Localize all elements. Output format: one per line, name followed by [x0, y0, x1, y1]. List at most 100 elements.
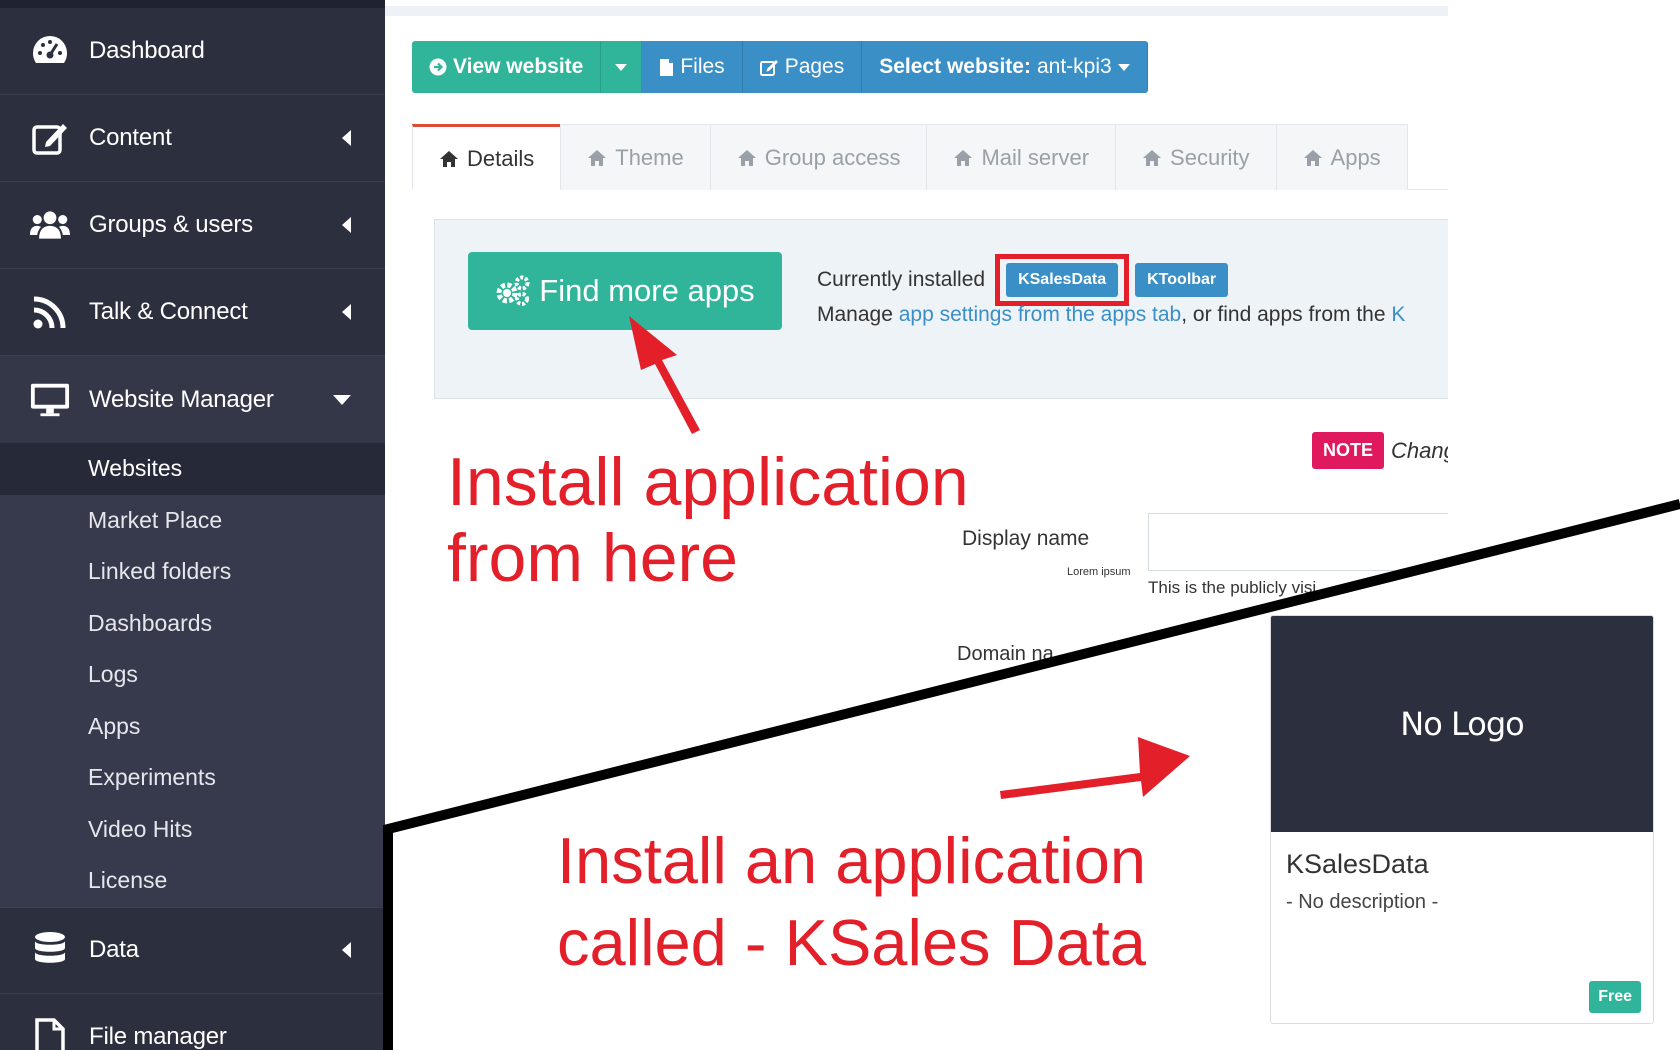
home-icon — [440, 150, 458, 167]
pages-button[interactable]: Pages — [742, 41, 863, 93]
tab-label: Theme — [615, 144, 684, 170]
rss-icon — [30, 292, 70, 332]
display-name-input[interactable] — [1148, 513, 1448, 571]
installed-app-badge[interactable]: KSalesData — [1006, 263, 1119, 297]
tab-mail-server[interactable]: Mail server — [926, 124, 1117, 190]
edit-icon — [759, 60, 778, 76]
pages-label: Pages — [784, 55, 845, 78]
tab-security[interactable]: Security — [1115, 124, 1277, 190]
view-website-button[interactable]: View website — [412, 41, 602, 93]
users-icon — [30, 205, 70, 245]
sidebar-item-label: Data — [89, 936, 139, 963]
sidebar-item-dashboard[interactable]: Dashboard — [0, 8, 385, 95]
tab-label: Apps — [1330, 144, 1381, 170]
caret-down-icon — [1117, 63, 1130, 71]
view-website-label: View website — [453, 55, 584, 78]
tab-label: Details — [467, 145, 535, 171]
tab-theme[interactable]: Theme — [560, 124, 711, 190]
price-badge: Free — [1589, 981, 1641, 1013]
sidebar-item-content[interactable]: Content — [0, 95, 385, 182]
submenu-item-linked-folders[interactable]: Linked folders — [88, 558, 232, 584]
submenu-item-experiments[interactable]: Experiments — [88, 764, 216, 790]
tab-apps[interactable]: Apps — [1275, 124, 1408, 190]
no-logo-text: No Logo — [1400, 705, 1524, 743]
note-text: Chang — [1391, 437, 1448, 463]
chevron-left-icon — [342, 217, 351, 233]
submenu-item-market-place[interactable]: Market Place — [88, 506, 223, 533]
home-icon — [1303, 149, 1322, 166]
sidebar-item-groups-users[interactable]: Groups & users — [0, 182, 385, 269]
app-logo-placeholder: No Logo — [1271, 616, 1653, 832]
installed-label: Currently installed — [817, 268, 986, 291]
home-icon — [588, 149, 607, 166]
annotation-install-ksales-data: Install an application called - KSales D… — [557, 820, 1146, 984]
dashboard-gauge-icon — [30, 31, 70, 71]
manage-apps-text: Manage app settings from the apps tab, o… — [817, 303, 1405, 327]
website-tabs: Details Theme Group access Mail server S… — [412, 124, 1448, 190]
apps-panel: Find more apps Currently installed KSale… — [434, 219, 1448, 399]
manage-suffix: , or find apps from the — [1181, 303, 1392, 326]
installed-apps-row: Currently installed KSalesData KToolbar — [817, 254, 1229, 306]
app-card-ksalesdata[interactable]: No Logo KSalesData - No description - Fr… — [1270, 615, 1654, 1024]
submenu-item-websites[interactable]: Websites — [0, 443, 385, 495]
submenu-item-logs[interactable]: Logs — [88, 661, 138, 687]
website-manager-submenu: Websites Market Place Linked folders Das… — [0, 443, 385, 907]
tab-label: Mail server — [981, 144, 1090, 170]
submenu-item-license[interactable]: License — [88, 867, 168, 893]
select-website-dropdown[interactable]: Select website: ant-kpi3 — [862, 41, 1148, 93]
annotation-line: Install an application — [557, 824, 1146, 897]
database-icon — [30, 930, 70, 970]
top-strip — [385, 6, 1448, 16]
tab-label: Security — [1170, 144, 1250, 170]
chevron-down-icon — [333, 394, 351, 405]
home-icon — [737, 149, 756, 166]
sidebar-item-label: Groups & users — [89, 211, 253, 238]
highlight-box: KSalesData — [995, 254, 1130, 306]
sidebar-item-label: Content — [89, 124, 172, 151]
submenu-item-video-hits[interactable]: Video Hits — [88, 815, 193, 842]
app-description: - No description - — [1286, 891, 1439, 913]
sidebar-item-label: Talk & Connect — [89, 298, 248, 325]
sidebar-item-website-manager[interactable]: Website Manager — [0, 356, 385, 443]
chevron-left-icon — [342, 304, 351, 320]
annotation-line: Install application — [447, 444, 969, 520]
sidebar-top-strip — [0, 0, 385, 8]
app-name: KSalesData — [1286, 849, 1429, 879]
sidebar-item-file-manager[interactable]: File manager — [0, 994, 385, 1050]
files-button[interactable]: Files — [642, 41, 743, 93]
display-name-sub-label: Lorem ipsum — [1067, 566, 1131, 578]
annotation-line: called - KSales Data — [557, 905, 1146, 979]
arrow-circle-right-icon — [429, 58, 447, 76]
desktop-monitor-icon — [30, 380, 70, 420]
display-name-help-text: This is the publicly visi — [1148, 578, 1317, 597]
note-badge: NOTE — [1312, 432, 1385, 469]
select-website-value: ant-kpi3 — [1036, 55, 1112, 78]
cogs-icon — [496, 275, 530, 306]
find-more-apps-label: Find more apps — [539, 273, 755, 308]
tab-label: Group access — [764, 144, 901, 170]
sidebar-item-talk-connect[interactable]: Talk & Connect — [0, 269, 385, 356]
view-website-dropdown-toggle[interactable] — [601, 41, 643, 93]
tab-group-access[interactable]: Group access — [709, 124, 928, 190]
find-more-apps-button[interactable]: Find more apps — [468, 252, 782, 330]
submenu-item-apps[interactable]: Apps — [88, 712, 141, 739]
sidebar-item-label: File manager — [89, 1022, 227, 1050]
annotation-install-from-here: Install application from here — [447, 444, 969, 596]
apps-tab-link[interactable]: app settings from the apps tab — [898, 303, 1182, 326]
display-name-label: Display name — [962, 527, 1090, 550]
manage-prefix: Manage — [817, 303, 899, 326]
website-toolbar: View website Files Pages Select website:… — [412, 41, 1148, 93]
tab-details[interactable]: Details — [412, 124, 562, 190]
marketplace-link[interactable]: K — [1391, 303, 1406, 326]
submenu-item-dashboards[interactable]: Dashboards — [88, 609, 213, 636]
annotation-line: from here — [447, 520, 738, 597]
select-website-label: Select website: — [879, 55, 1031, 78]
sidebar-item-data[interactable]: Data — [0, 906, 385, 994]
file-icon — [30, 1017, 70, 1050]
file-icon — [660, 58, 674, 76]
sidebar-item-label: Website Manager — [89, 385, 274, 413]
installed-app-badge[interactable]: KToolbar — [1135, 263, 1229, 297]
sidebar: Dashboard Content Groups & users Talk & … — [0, 0, 385, 1050]
chevron-left-icon — [342, 942, 351, 958]
home-icon — [1143, 149, 1162, 166]
